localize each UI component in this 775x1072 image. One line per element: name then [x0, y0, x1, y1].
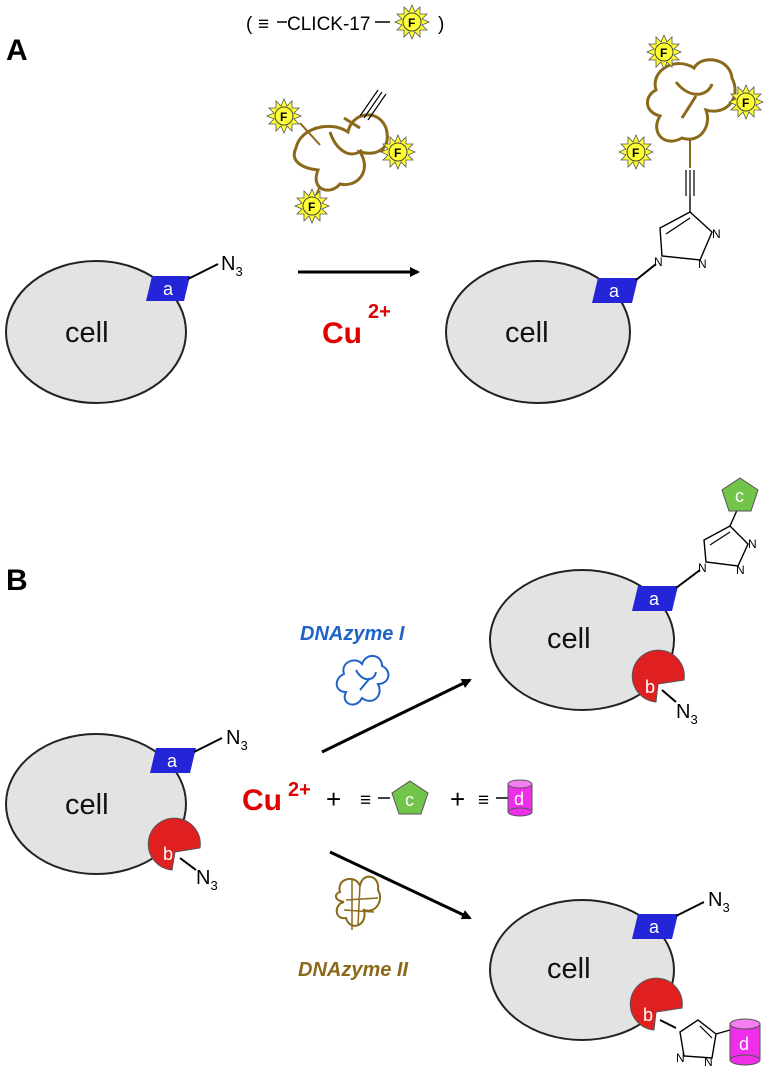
- tag-a-b-lower-label: a: [649, 917, 660, 937]
- tag-c-product-icon: [721, 477, 759, 512]
- cell-b-upper-label: cell: [547, 623, 591, 655]
- dnazyme-i-icon: [335, 655, 390, 706]
- alkyne-symbol-c: ≡: [360, 790, 371, 811]
- tag-a-b-upper-icon: [632, 586, 678, 611]
- cell-b-lower-label: cell: [547, 953, 591, 985]
- click17-molecule-icon: F F F: [266, 89, 416, 224]
- triazole-ring-b-lower: N N: [676, 1019, 731, 1069]
- cell-a-left-label: cell: [65, 317, 109, 349]
- cell-a-left: [5, 260, 187, 404]
- dnazyme-ii-icon: [334, 875, 382, 930]
- tag-a-right-label: a: [609, 281, 620, 301]
- tag-c-product-label: c: [735, 486, 744, 506]
- triazole-n2-b-lower: N: [704, 1055, 713, 1069]
- panel-label-b: B: [6, 564, 28, 597]
- triazole-n2-a: N: [698, 257, 707, 271]
- cell-b-left: [5, 733, 187, 875]
- tag-c-reagent-label: c: [405, 790, 414, 810]
- svg-text:F: F: [308, 200, 315, 214]
- azide-bond-b-left: [193, 737, 223, 753]
- tag-d-reagent-icon: [507, 779, 533, 817]
- legend-open-paren: (: [246, 14, 253, 35]
- triazole-link-a: [635, 263, 657, 281]
- azide-label-b-lower: N3: [708, 889, 730, 915]
- triazole-ring-b-upper: N N N: [698, 507, 757, 577]
- triazole-link-b-lower: [659, 1019, 677, 1029]
- azide-label-b-left-2: N3: [196, 867, 218, 893]
- triazole-n1-b-upper: N: [698, 561, 707, 575]
- triazole-n3-a: N: [712, 227, 721, 241]
- svg-text:F: F: [280, 110, 287, 124]
- azide-bond-b-left-2: [179, 857, 197, 871]
- tag-b-b-upper-label: b: [645, 677, 655, 697]
- legend-fluorophore-icon: F: [394, 4, 430, 40]
- triazole-n1-b-lower: N: [676, 1051, 685, 1065]
- triazole-ring-a: N N N: [654, 170, 721, 271]
- tag-b-left-icon: [147, 817, 201, 871]
- azide-bond-b-upper: [661, 689, 677, 703]
- azide-bond: [187, 263, 219, 280]
- triazole-n1-a: N: [654, 255, 663, 269]
- legend-close-paren: ): [438, 14, 444, 35]
- azide-label-b-left: N3: [226, 727, 248, 753]
- dnazyme-i-label: DNAzyme I: [300, 623, 405, 645]
- svg-text:F: F: [742, 96, 749, 110]
- triazole-link-b-upper: [675, 569, 701, 589]
- copper-charge-a: 2+: [368, 301, 391, 323]
- plus-2: +: [450, 784, 465, 814]
- tag-a-b-left-icon: [150, 748, 196, 773]
- cell-b-upper: [489, 569, 675, 711]
- svg-text:F: F: [660, 46, 667, 60]
- tag-a-b-lower-icon: [632, 914, 678, 939]
- svg-text:F: F: [632, 146, 639, 160]
- svg-text:F: F: [394, 146, 401, 160]
- tag-d-reagent-label: d: [514, 789, 524, 809]
- conjugated-click17-icon: F F F: [618, 34, 764, 170]
- reaction-arrow-b-upper: [321, 678, 472, 754]
- tag-d-product-label: d: [739, 1034, 749, 1054]
- alkyne-symbol-d: ≡: [478, 790, 489, 811]
- tag-b-b-upper-icon: [631, 649, 685, 703]
- azide-label: N3: [221, 253, 243, 279]
- cell-b-left-label: cell: [65, 789, 109, 821]
- dnazyme-ii-label: DNAzyme II: [298, 959, 408, 981]
- triazole-n3-b-upper: N: [748, 537, 757, 551]
- click17-legend: ( ≡ CLICK-17 F ): [246, 4, 444, 40]
- legend-fluorophore-letter: F: [408, 16, 415, 30]
- cell-a-right-label: cell: [505, 317, 549, 349]
- triazole-n2-b-upper: N: [736, 563, 745, 577]
- tag-b-left-label: b: [163, 844, 173, 864]
- cell-b-lower: [489, 899, 675, 1041]
- tag-a-label: a: [163, 279, 174, 299]
- legend-click17-label: CLICK-17: [287, 14, 370, 35]
- azide-bond-b-lower: [675, 901, 705, 917]
- reaction-arrow-b-lower: [329, 850, 472, 920]
- tag-a-right-icon: [592, 278, 638, 303]
- tag-a-icon: [146, 276, 190, 301]
- cell-a-right: [445, 260, 631, 404]
- copper-label-a: Cu: [322, 317, 362, 350]
- copper-label-b: Cu: [242, 784, 282, 817]
- tag-b-b-lower-icon: [629, 977, 683, 1031]
- tag-b-b-lower-label: b: [643, 1005, 653, 1025]
- copper-charge-b: 2+: [288, 779, 311, 801]
- tag-d-product-icon: [729, 1018, 761, 1066]
- plus-1: +: [326, 784, 341, 814]
- legend-alkyne-symbol: ≡: [258, 14, 269, 35]
- tag-a-b-upper-label: a: [649, 589, 660, 609]
- tag-c-reagent-icon: [391, 780, 429, 815]
- azide-label-b-upper: N3: [676, 701, 698, 727]
- panel-label-a: A: [6, 34, 28, 67]
- tag-a-b-left-label: a: [167, 751, 178, 771]
